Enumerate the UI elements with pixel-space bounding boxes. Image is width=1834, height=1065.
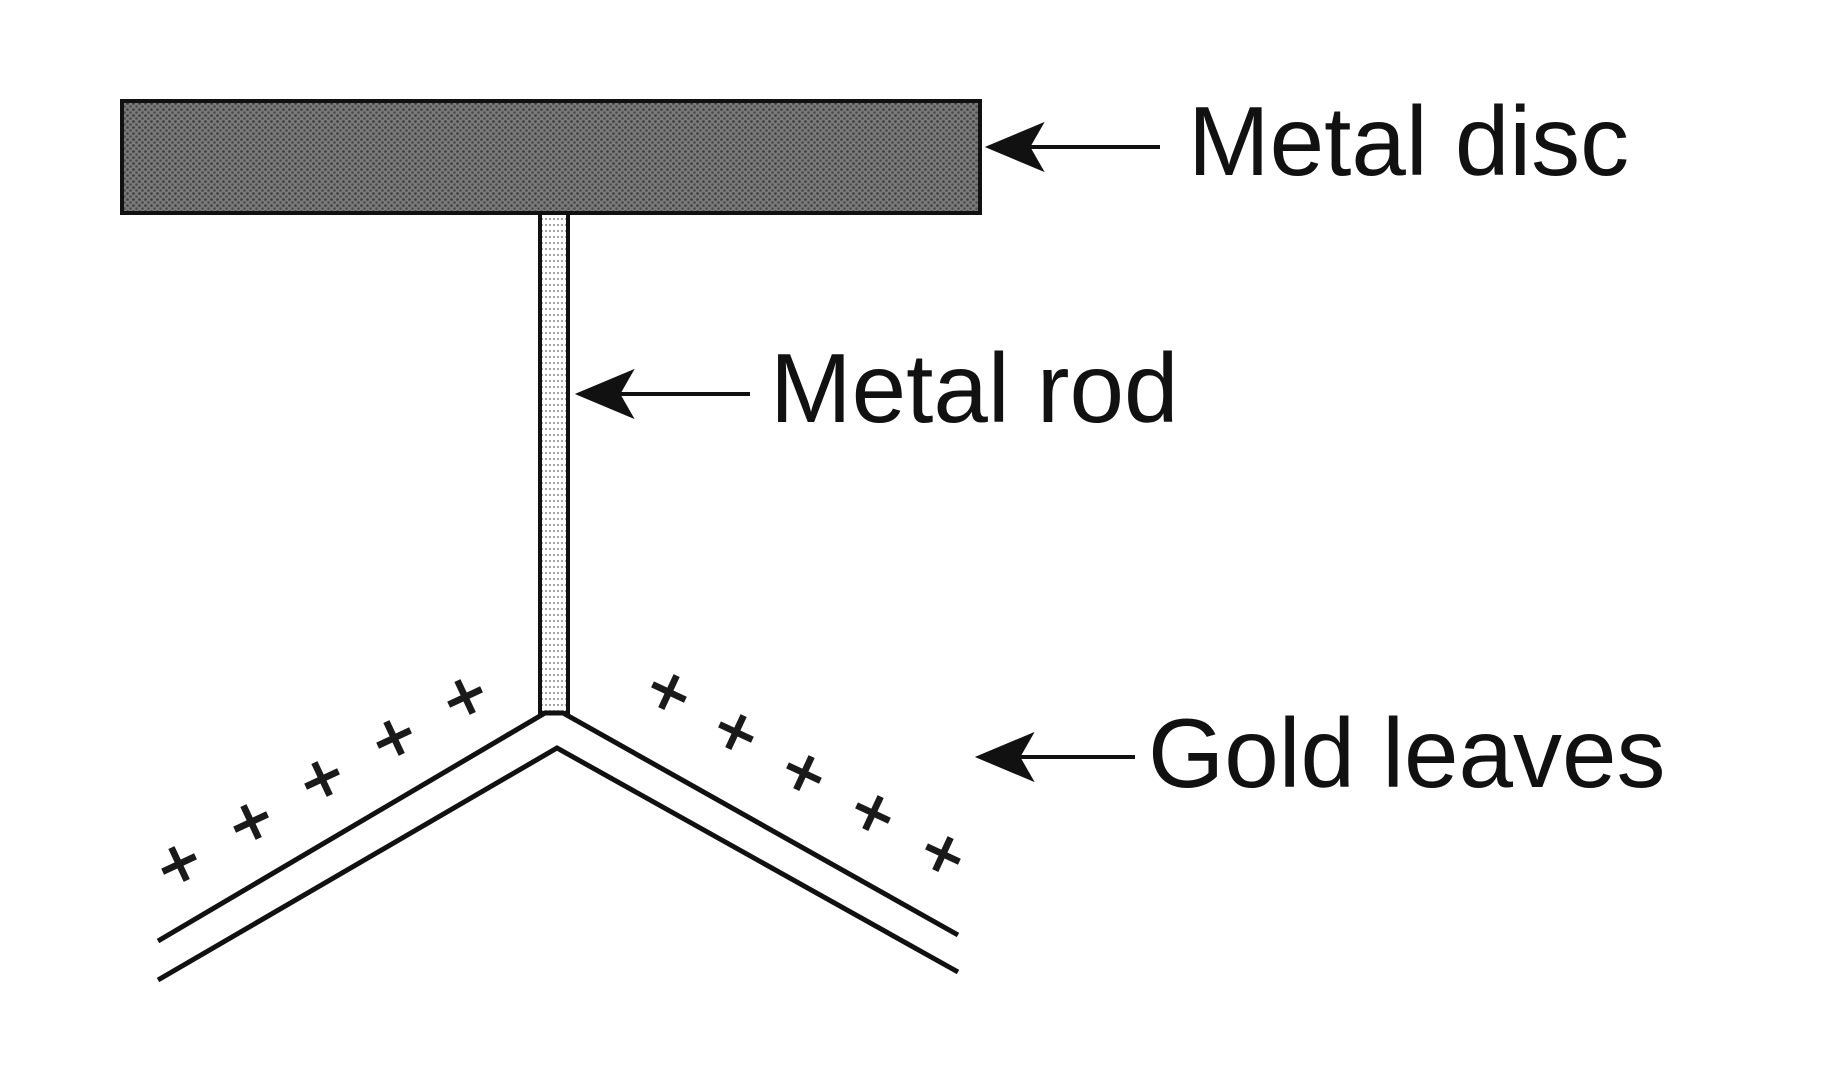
arrows: [574, 121, 1160, 783]
gold-leaves-label: Gold leaves: [1148, 698, 1666, 808]
plus-charge: +: [214, 779, 287, 861]
gold-leaves: [156, 710, 960, 983]
metal-rod-label: Metal rod: [770, 333, 1179, 443]
plus-charge: +: [907, 811, 980, 893]
plus-charge: +: [633, 649, 706, 731]
plus-charge: +: [700, 689, 773, 771]
left-leaf-charges: + + + + +: [142, 654, 501, 903]
plus-charge: +: [285, 736, 358, 818]
plus-charge: +: [142, 821, 215, 903]
gold-leaf-inner-line: [156, 745, 960, 983]
metal-rod: [538, 211, 570, 715]
plus-charge: +: [428, 654, 501, 736]
gold-leaf-outer-line: [156, 710, 960, 944]
plus-charge: +: [357, 695, 430, 777]
metal-disc: [120, 99, 982, 215]
gold-leaves-arrow: [974, 731, 1135, 783]
metal-rod-arrow: [574, 368, 750, 420]
plus-charge: +: [837, 770, 910, 852]
plus-charge: +: [768, 730, 841, 812]
metal-disc-arrow: [984, 121, 1160, 173]
right-leaf-charges: + + + + +: [633, 649, 980, 893]
metal-disc-label: Metal disc: [1188, 86, 1629, 196]
